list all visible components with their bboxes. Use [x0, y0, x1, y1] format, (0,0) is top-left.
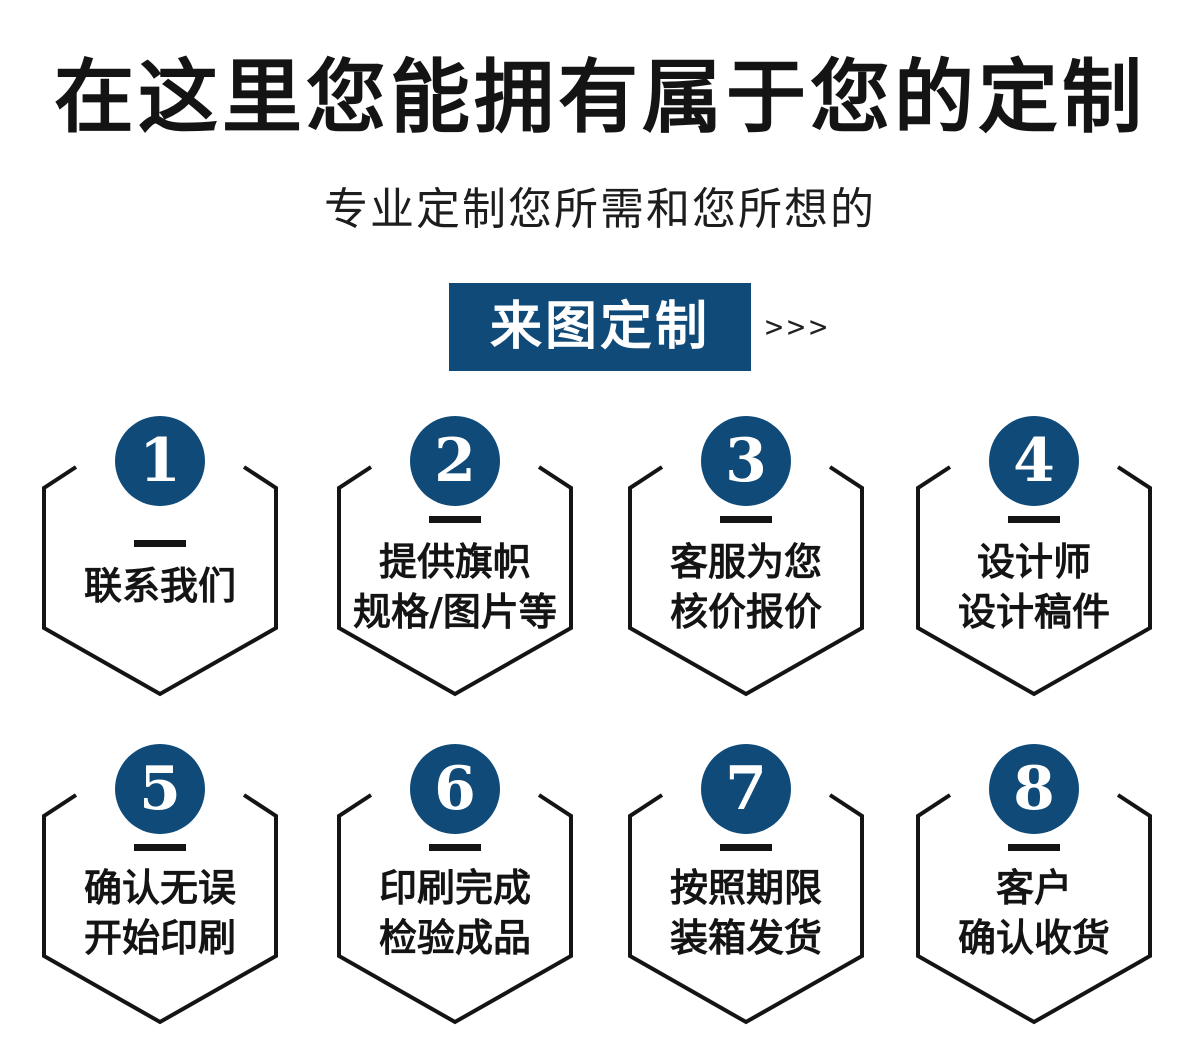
step-label-line2: 核价报价 [669, 590, 822, 634]
divider-dash [720, 844, 772, 851]
hexagon-frame-icon [337, 465, 573, 697]
step-number-badge: 7 [701, 744, 791, 834]
step-label-line1: 客户 [995, 866, 1072, 910]
step-5: 5 确认无误 开始印刷 [40, 738, 280, 1038]
divider-dash [429, 516, 481, 523]
step-4: 4 设计师 设计稿件 [914, 410, 1154, 710]
step-6: 6 印刷完成 检验成品 [335, 738, 575, 1038]
hexagon-frame-icon [916, 465, 1152, 697]
step-number-badge: 1 [115, 416, 205, 506]
step-number-badge: 5 [115, 744, 205, 834]
step-label-line2: 开始印刷 [83, 916, 236, 960]
step-label-line1: 按照期限 [669, 866, 822, 910]
page-title: 在这里您能拥有属于您的定制 [54, 51, 1146, 144]
step-label-line2: 装箱发货 [669, 916, 822, 960]
hexagon-frame-icon [42, 465, 278, 697]
step-2: 2 提供旗帜 规格/图片等 [335, 410, 575, 710]
divider-dash [720, 516, 772, 523]
step-label-line1: 客服为您 [669, 540, 822, 584]
hexagon-frame-icon [916, 793, 1152, 1025]
step-label-line1: 提供旗帜 [378, 540, 531, 584]
hexagon-frame-icon [628, 793, 864, 1025]
divider-dash [134, 844, 186, 851]
step-label-line1: 联系我们 [83, 564, 236, 608]
step-label-line2: 确认收货 [957, 916, 1110, 960]
step-label-line2: 检验成品 [378, 916, 531, 960]
hexagon-frame-icon [42, 793, 278, 1025]
step-label-line1: 印刷完成 [378, 866, 531, 910]
step-number-badge: 8 [989, 744, 1079, 834]
divider-dash [134, 540, 186, 547]
divider-dash [429, 844, 481, 851]
hexagon-frame-icon [337, 793, 573, 1025]
step-number-badge: 3 [701, 416, 791, 506]
hexagon-frame-icon [628, 465, 864, 697]
step-number-badge: 4 [989, 416, 1079, 506]
step-3: 3 客服为您 核价报价 [626, 410, 866, 710]
divider-dash [1008, 516, 1060, 523]
arrows-icon: >>> [765, 310, 832, 345]
step-7: 7 按照期限 装箱发货 [626, 738, 866, 1038]
step-label-line2: 规格/图片等 [353, 590, 557, 634]
step-1: 1 联系我们 [40, 410, 280, 710]
step-label-line2: 设计稿件 [957, 590, 1110, 634]
divider-dash [1008, 844, 1060, 851]
step-label-line1: 设计师 [976, 540, 1091, 584]
step-label-line1: 确认无误 [83, 866, 236, 910]
step-8: 8 客户 确认收货 [914, 738, 1154, 1038]
custom-design-banner: 来图定制 [449, 283, 751, 371]
page-subtitle: 专业定制您所需和您所想的 [324, 184, 876, 235]
step-number-badge: 2 [410, 416, 500, 506]
step-number-badge: 6 [410, 744, 500, 834]
